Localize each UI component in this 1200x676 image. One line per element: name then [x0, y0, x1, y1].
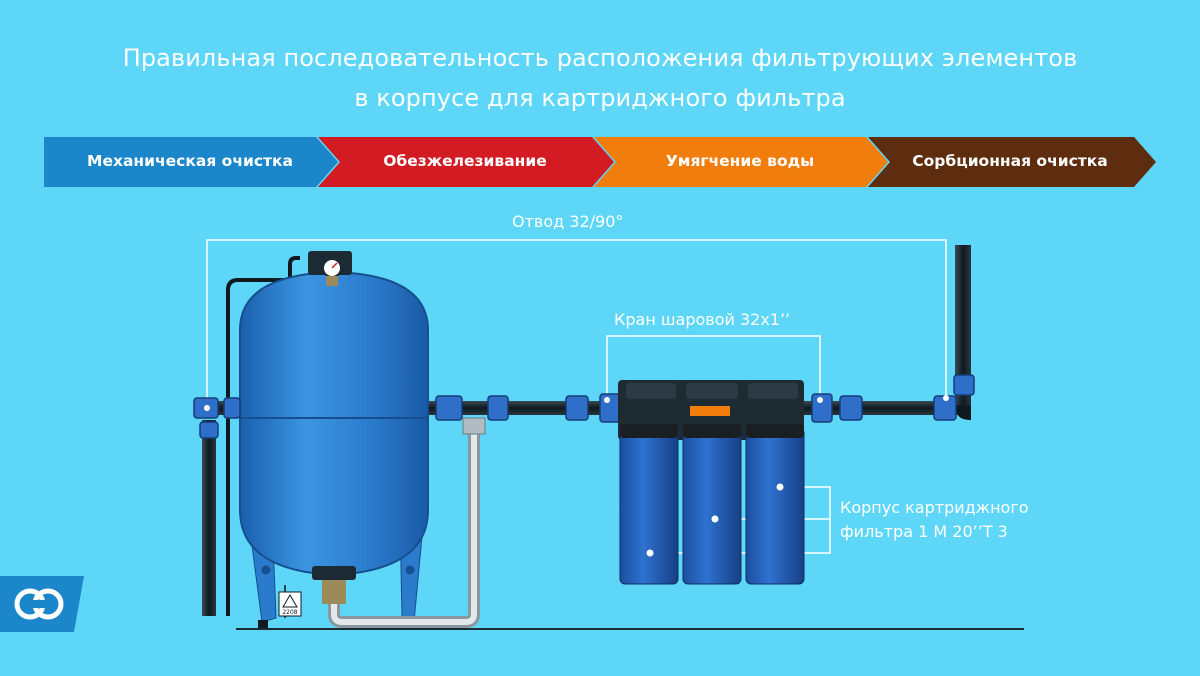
- callout-elbow: Отвод 32/90°: [512, 212, 624, 231]
- callout-dots: [204, 395, 949, 557]
- step-arrow-mechanical: [44, 137, 338, 187]
- pipe-couplings: [193, 374, 975, 439]
- company-logo-icon: [0, 576, 84, 632]
- right-vertical-pipe: [955, 245, 971, 415]
- step-label-sorption: Сорбционная очистка: [912, 152, 1108, 170]
- expansion-tank: [239, 270, 429, 577]
- filter-cartridges: [619, 424, 805, 585]
- control-wire: [226, 278, 300, 616]
- step-arrow-iron-removal: [318, 137, 614, 187]
- tank-badge-text: 2208: [282, 609, 297, 616]
- cartridge-3: [745, 427, 805, 585]
- tank-flange: [312, 566, 356, 580]
- step-label-mechanical: Механическая очистка: [87, 152, 293, 170]
- step-label-softening: Умягчение воды: [665, 152, 815, 170]
- callout-valve: Кран шаровой 32х1’’: [614, 310, 791, 329]
- left-vertical-pipe: [202, 420, 216, 616]
- cartridge-1: [619, 427, 679, 585]
- title-line-2: в корпусе для картриджного фильтра: [354, 84, 846, 112]
- cartridge-2: [682, 427, 742, 585]
- step-arrow-sorption: [868, 137, 1156, 187]
- electric-warning-icon: [278, 585, 302, 618]
- title-line-1: Правильная последовательность расположен…: [122, 44, 1078, 72]
- step-arrow-softening: [594, 137, 888, 187]
- callout-housing-2: фильтра 1 M 20’’T 3: [840, 522, 1008, 541]
- step-label-iron-removal: Обезжелезивание: [383, 152, 547, 170]
- callout-housing-1: Корпус картриджного: [840, 498, 1029, 517]
